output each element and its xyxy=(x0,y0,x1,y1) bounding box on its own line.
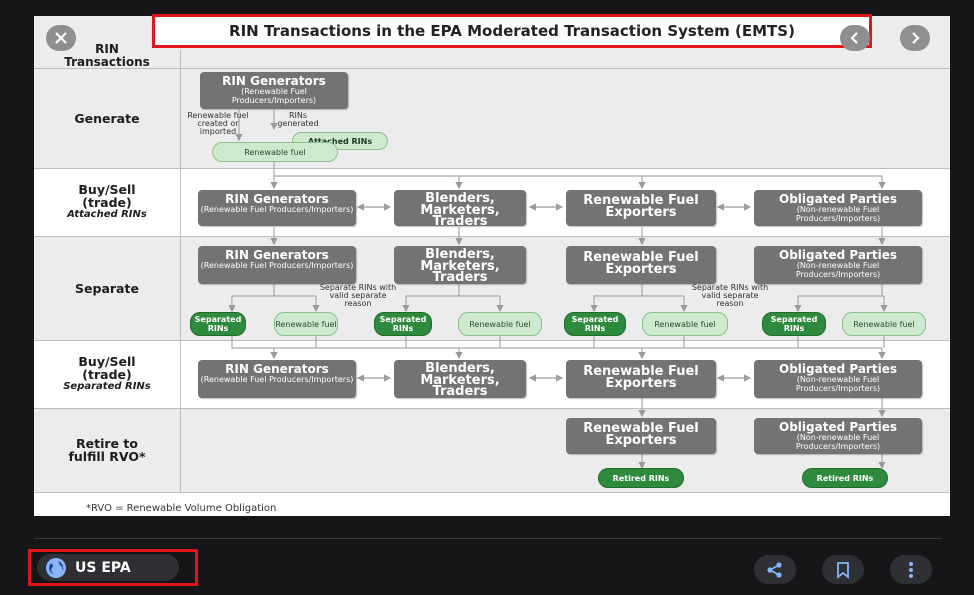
entity-blenders: Blenders, Marketers, Traders xyxy=(394,360,526,398)
entity-title: Obligated Parties xyxy=(779,362,897,376)
corner-label-line: RIN xyxy=(95,42,119,56)
entity-subtitle: (Non-renewable Fuel Producers/Importers) xyxy=(795,433,881,451)
note-separate-reason: Separate RINs with valid separate reason xyxy=(691,283,769,308)
row-label-separate: Separate xyxy=(34,236,180,340)
entity-subtitle: (Non-renewable Fuel Producers/Importers) xyxy=(795,261,881,279)
row-label-buysell-separated: Buy/Sell (trade) Separated RINs xyxy=(34,340,180,408)
entity-subtitle: (Renewable Fuel Producers/Importers) xyxy=(231,87,317,105)
row-label-text: Separate xyxy=(75,280,139,296)
entity-subtitle: (Renewable Fuel Producers/Importers) xyxy=(200,205,354,214)
save-button[interactable] xyxy=(822,555,864,584)
band-generate xyxy=(34,68,950,168)
row-label-text: (trade) xyxy=(82,195,132,210)
row-sub-label: Attached RINs xyxy=(67,209,147,220)
entity-title: Blenders, Marketers, Traders xyxy=(420,191,500,226)
share-icon xyxy=(767,561,782,578)
row-label-text: Retire to xyxy=(76,436,138,451)
pill-retired-rins: Retired RINs xyxy=(598,468,684,488)
pill-separated-rins: Separated RINs xyxy=(564,312,626,336)
share-button[interactable] xyxy=(754,555,796,584)
diagram-figure: RIN Transactions Generate Buy/Sell (trad… xyxy=(34,16,950,516)
footer-divider xyxy=(34,538,942,539)
chevron-left-icon xyxy=(850,32,858,44)
entity-title: Blenders, Marketers, Traders xyxy=(420,247,500,284)
entity-exporters: Renewable Fuel Exporters xyxy=(566,190,716,226)
divider-line xyxy=(34,68,950,69)
entity-rin-generators: RIN Generators (Renewable Fuel Producers… xyxy=(198,246,356,284)
diagram-title: RIN Transactions in the EPA Moderated Tr… xyxy=(152,14,872,48)
entity-title: Renewable Fuel Exporters xyxy=(583,421,699,448)
entity-blenders: Blenders, Marketers, Traders xyxy=(394,190,526,226)
corner-label-line: Transactions xyxy=(64,55,150,69)
entity-title: Obligated Parties xyxy=(779,192,897,206)
note-separate-reason: Separate RINs with valid separate reason xyxy=(319,283,397,308)
row-label-text: (trade) xyxy=(82,367,132,382)
source-highlight xyxy=(28,549,198,586)
row-label-buysell-attached: Buy/Sell (trade) Attached RINs xyxy=(34,168,180,236)
close-button[interactable] xyxy=(46,25,76,51)
close-icon xyxy=(55,32,67,44)
chevron-right-icon xyxy=(912,32,920,44)
entity-title: RIN Generators xyxy=(222,74,326,88)
entity-blenders: Blenders, Marketers, Traders xyxy=(394,246,526,284)
divider-line xyxy=(34,492,950,493)
entity-exporters: Renewable Fuel Exporters xyxy=(566,246,716,284)
row-sub-label: Separated RINs xyxy=(63,381,151,392)
column-divider xyxy=(180,50,181,492)
entity-title: Obligated Parties xyxy=(779,420,897,434)
entity-obligated-parties: Obligated Parties (Non-renewable Fuel Pr… xyxy=(754,246,922,284)
pill-renewable-fuel: Renewable fuel xyxy=(642,312,728,336)
note-fuel-created: Renewable fuel created or imported xyxy=(187,111,249,136)
row-label-text: Buy/Sell xyxy=(78,182,136,197)
pill-renewable-fuel: Renewable fuel xyxy=(274,312,338,336)
previous-button[interactable] xyxy=(840,25,870,51)
diagram-title-text: RIN Transactions in the EPA Moderated Tr… xyxy=(229,22,795,40)
entity-title: Renewable Fuel Exporters xyxy=(583,193,699,220)
pill-separated-rins: Separated RINs xyxy=(762,312,826,336)
entity-title: Renewable Fuel Exporters xyxy=(583,250,699,277)
entity-rin-generators: RIN Generators (Renewable Fuel Producers… xyxy=(198,360,356,398)
entity-obligated-parties: Obligated Parties (Non-renewable Fuel Pr… xyxy=(754,190,922,226)
row-label-text: Generate xyxy=(74,110,140,126)
entity-title: Renewable Fuel Exporters xyxy=(583,364,699,391)
entity-title: Blenders, Marketers, Traders xyxy=(420,361,500,398)
entity-exporters: Renewable Fuel Exporters xyxy=(566,418,716,454)
globe-icon xyxy=(46,557,66,578)
bookmark-icon xyxy=(837,561,849,579)
source-label: US EPA xyxy=(75,559,131,576)
entity-rin-generators: RIN Generators (Renewable Fuel Producers… xyxy=(200,72,348,109)
pill-separated-rins: Separated RINs xyxy=(190,312,246,336)
entity-rin-generators: RIN Generators (Renewable Fuel Producers… xyxy=(198,190,356,226)
pill-renewable-fuel: Renewable fuel xyxy=(212,142,338,162)
entity-title: RIN Generators xyxy=(225,362,329,376)
entity-title: RIN Generators xyxy=(225,248,329,262)
divider-line xyxy=(34,236,950,237)
next-button[interactable] xyxy=(900,25,930,51)
divider-line xyxy=(34,408,950,409)
row-label-generate: Generate xyxy=(34,68,180,168)
pill-renewable-fuel: Renewable fuel xyxy=(842,312,926,336)
note-rins-generated: RINs generated xyxy=(277,111,319,128)
entity-subtitle: (Non-renewable Fuel Producers/Importers) xyxy=(795,205,881,223)
row-label-text: Buy/Sell xyxy=(78,354,136,369)
more-options-button[interactable] xyxy=(890,555,932,584)
entity-obligated-parties: Obligated Parties (Non-renewable Fuel Pr… xyxy=(754,360,922,398)
pill-renewable-fuel: Renewable fuel xyxy=(458,312,542,336)
entity-subtitle: (Non-renewable Fuel Producers/Importers) xyxy=(795,375,881,393)
pill-retired-rins: Retired RINs xyxy=(802,468,888,488)
entity-subtitle: (Renewable Fuel Producers/Importers) xyxy=(200,375,354,384)
more-vert-icon xyxy=(909,561,913,578)
row-label-text: fulfill RVO* xyxy=(68,449,146,464)
entity-obligated-parties: Obligated Parties (Non-renewable Fuel Pr… xyxy=(754,418,922,454)
footnote-rvo: *RVO = Renewable Volume Obligation xyxy=(86,503,277,514)
pill-separated-rins: Separated RINs xyxy=(374,312,432,336)
entity-title: Obligated Parties xyxy=(779,248,897,262)
row-label-retire: Retire to fulfill RVO* xyxy=(34,408,180,492)
entity-title: RIN Generators xyxy=(225,192,329,206)
entity-subtitle: (Renewable Fuel Producers/Importers) xyxy=(200,261,354,270)
corner-label: RIN Transactions xyxy=(34,42,180,70)
source-chip[interactable]: US EPA xyxy=(37,554,179,581)
entity-exporters: Renewable Fuel Exporters xyxy=(566,360,716,398)
